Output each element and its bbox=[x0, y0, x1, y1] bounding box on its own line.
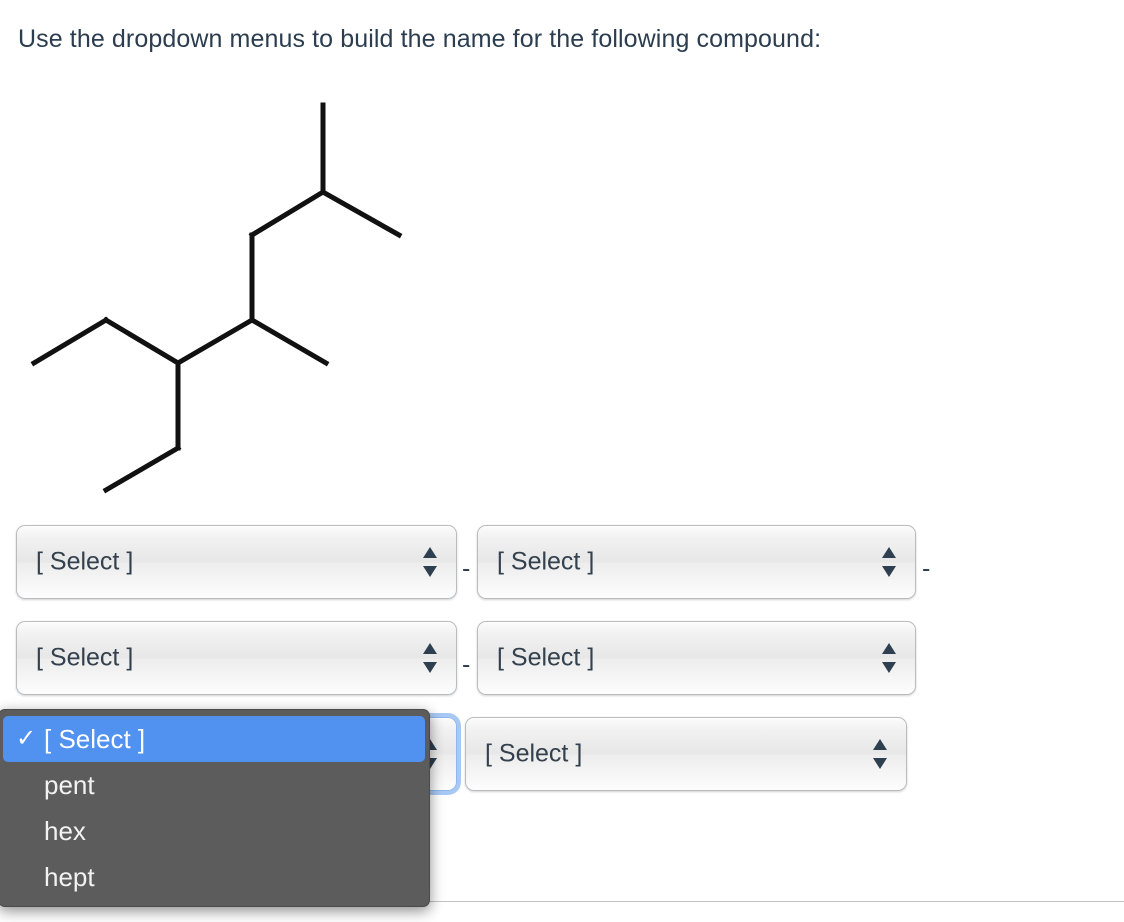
triangle-up-icon bbox=[423, 739, 437, 750]
dropdown-option-1[interactable]: pent bbox=[3, 762, 425, 808]
bond-7 bbox=[30, 316, 110, 367]
skeletal-structure-compound bbox=[30, 102, 403, 494]
select-substituent-position-2[interactable]: [ Select ] bbox=[16, 621, 457, 695]
dropdown-option-label: hept bbox=[44, 862, 95, 892]
select-value: [ Select ] bbox=[497, 643, 595, 672]
select-substituent-name-1[interactable]: [ Select ] bbox=[477, 525, 916, 599]
page-title: Use the dropdown menus to build the name… bbox=[18, 25, 822, 53]
stepper-arrows-icon bbox=[423, 641, 438, 675]
bond-2 bbox=[248, 188, 327, 239]
triangle-up-icon bbox=[423, 643, 437, 654]
triangle-up-icon bbox=[423, 547, 437, 558]
select-value: [ Select ] bbox=[36, 643, 134, 672]
triangle-down-icon bbox=[423, 758, 437, 769]
bond-6 bbox=[102, 316, 182, 367]
bond-4 bbox=[248, 316, 330, 367]
select-value: [ Select ] bbox=[36, 547, 134, 576]
select-substituent-name-2[interactable]: [ Select ] bbox=[477, 621, 916, 695]
stepper-arrows-icon bbox=[423, 737, 438, 771]
triangle-up-icon bbox=[873, 739, 887, 750]
dropdown-option-2[interactable]: hex bbox=[3, 808, 425, 854]
stepper-arrows-icon bbox=[873, 737, 888, 771]
dropdown-option-3[interactable]: hept bbox=[3, 854, 425, 900]
stepper-arrows-icon bbox=[423, 545, 438, 579]
select-value: [ Select ] bbox=[497, 547, 595, 576]
select-parent-chain-suffix[interactable]: [ Select ] bbox=[465, 717, 907, 791]
triangle-down-icon bbox=[873, 758, 887, 769]
bond-5 bbox=[174, 316, 256, 367]
separator-dash-trailing: - bbox=[922, 554, 931, 583]
row-2: [ Select ] - [ Select ] bbox=[0, 621, 1124, 697]
dropdown-option-0[interactable]: ✓ [ Select ] bbox=[3, 716, 425, 762]
separator-dash: - bbox=[462, 650, 471, 679]
bond-9 bbox=[102, 444, 182, 494]
triangle-down-icon bbox=[423, 662, 437, 673]
select-substituent-position-1[interactable]: [ Select ] bbox=[16, 525, 457, 599]
triangle-down-icon bbox=[882, 662, 896, 673]
separator-dash: - bbox=[462, 554, 471, 583]
triangle-up-icon bbox=[882, 547, 896, 558]
dropdown-option-label: pent bbox=[44, 770, 95, 800]
check-icon: ✓ bbox=[16, 725, 37, 752]
row-1: [ Select ] - [ Select ] - bbox=[0, 525, 1124, 601]
bond-1 bbox=[319, 188, 403, 239]
triangle-down-icon bbox=[423, 566, 437, 577]
select-value: [ Select ] bbox=[485, 739, 583, 768]
stepper-arrows-icon bbox=[882, 545, 897, 579]
horizontal-divider bbox=[0, 901, 1124, 902]
triangle-down-icon bbox=[882, 566, 896, 577]
open-dropdown-parent-chain-root[interactable]: ✓ [ Select ] pent hex hept bbox=[0, 709, 430, 907]
dropdown-option-label: [ Select ] bbox=[44, 724, 146, 754]
stepper-arrows-icon bbox=[882, 641, 897, 675]
dropdown-option-label: hex bbox=[44, 816, 86, 846]
triangle-up-icon bbox=[882, 643, 896, 654]
